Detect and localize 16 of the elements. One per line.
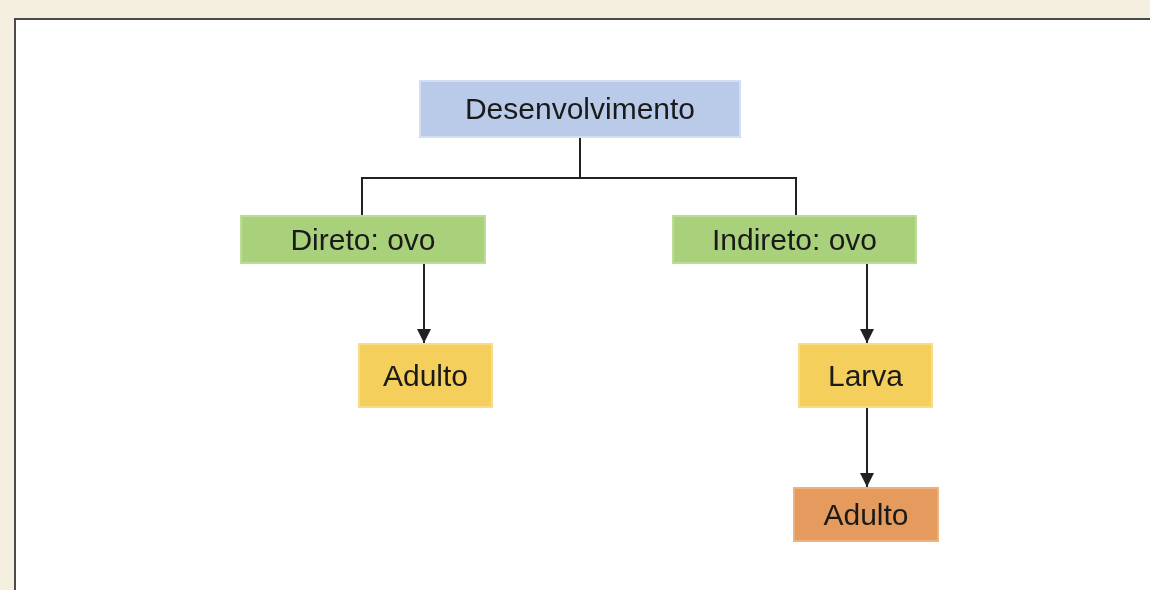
box-label: Adulto [823,497,909,532]
process-box [240,215,486,264]
arrow [860,407,874,488]
arrow [860,263,874,344]
connector-line [579,137,797,216]
box-label: Desenvolvimento [464,92,696,126]
box-label: Larva [827,358,903,393]
box-label: Indireto: ovo [711,222,878,257]
process-box [419,80,741,138]
process-box [672,215,917,264]
arrow [417,263,431,344]
box-label: Direto: ovo [290,222,436,257]
process-box [798,343,933,408]
process-box [793,487,939,542]
process-box [358,343,493,408]
box-label: Adulto [382,358,469,393]
